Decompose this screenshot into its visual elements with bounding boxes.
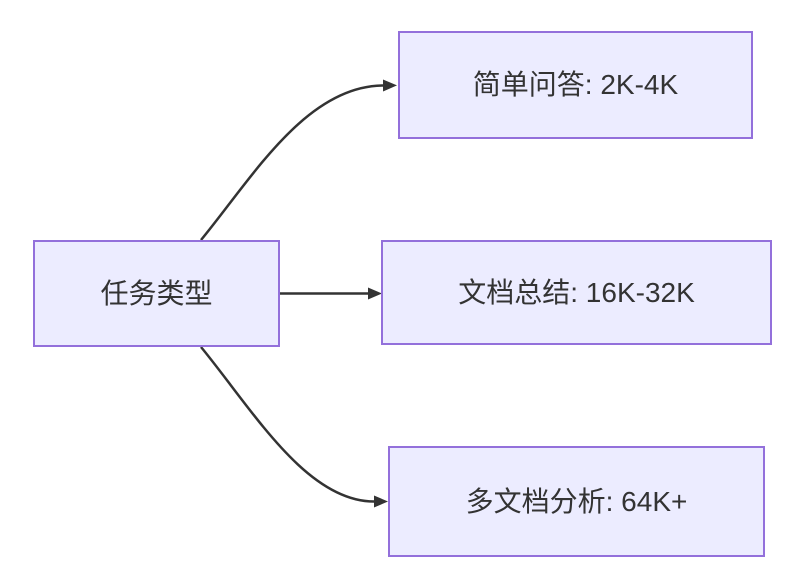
node-task-type-label: 任务类型 (100, 277, 213, 309)
node-multidoc-analysis-label: 多文档分析: 64K+ (465, 485, 688, 517)
node-doc-summary: 文档总结: 16K-32K (381, 240, 772, 345)
node-simple-qa-label: 简单问答: 2K-4K (472, 69, 679, 101)
edge-task-type-to-multidoc-analysis (200, 346, 388, 508)
node-simple-qa: 简单问答: 2K-4K (398, 31, 753, 139)
node-doc-summary-label: 文档总结: 16K-32K (458, 276, 695, 308)
node-multidoc-analysis: 多文档分析: 64K+ (388, 446, 765, 557)
edge-task-type-to-simple-qa (200, 79, 397, 241)
node-task-type: 任务类型 (33, 240, 280, 347)
